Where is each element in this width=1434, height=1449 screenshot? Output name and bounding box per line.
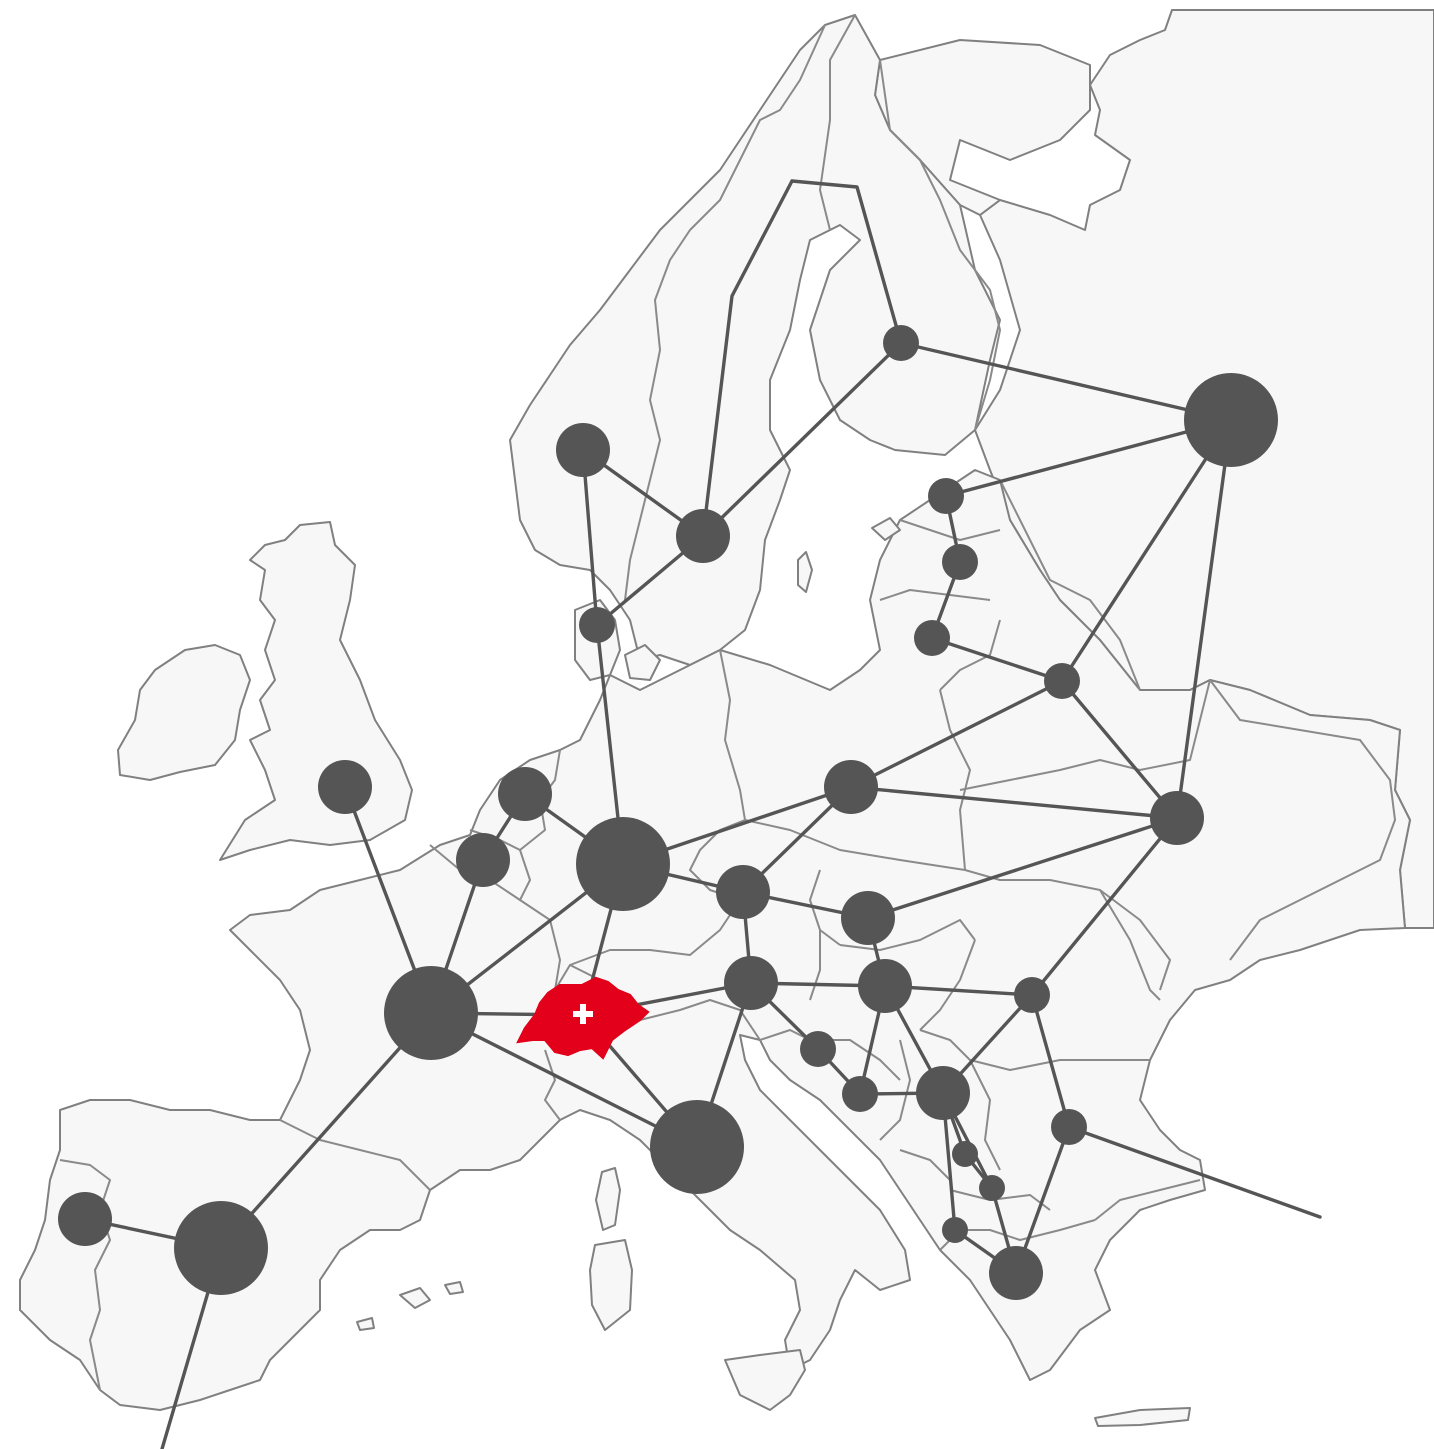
border-germany-france: [519, 849, 561, 991]
border-hungary-romania: [919, 939, 976, 1031]
link-estonia-russia: [944, 418, 1233, 498]
border-spain-portugal: [59, 1159, 111, 1391]
node-kosovo[interactable]: [979, 1175, 1005, 1201]
link-slovakia-ukraine: [866, 816, 1179, 920]
node-belarus[interactable]: [1044, 663, 1080, 699]
border-france-italy: [544, 1049, 561, 1121]
node-slovenia[interactable]: [800, 1031, 836, 1067]
border-italy-austria: [639, 999, 761, 1041]
border-montenegro-albania: [899, 1149, 951, 1181]
border-bulgaria-turkey: [1094, 1179, 1201, 1221]
node-sweden[interactable]: [676, 509, 730, 563]
land-mainland-europe: [19, 469, 1411, 1411]
node-denmark[interactable]: [579, 607, 615, 643]
border-moldova: [1099, 889, 1161, 1001]
link-belarus-ukraine: [1060, 679, 1179, 820]
border-spain-france: [279, 1119, 431, 1191]
node-latvia[interactable]: [942, 544, 978, 580]
node-italy[interactable]: [650, 1100, 744, 1194]
node-germany[interactable]: [576, 817, 670, 911]
link-moldova-bulgaria: [1030, 993, 1071, 1129]
land-saaremaa: [871, 517, 901, 541]
node-portugal[interactable]: [58, 1192, 112, 1246]
node-norway[interactable]: [556, 423, 610, 477]
link-bulgaria-turkey-offmap: [1067, 1125, 1322, 1219]
node-finland[interactable]: [883, 325, 919, 361]
border-germany-austria: [569, 899, 741, 966]
land-menorca: [444, 1281, 464, 1295]
border-serbia-romania: [919, 1029, 971, 1061]
border-belarus-russia: [999, 479, 1141, 691]
land-sardinia: [589, 1239, 633, 1331]
land-layer: [19, 9, 1434, 1427]
border-austria-hungary: [809, 930, 821, 1001]
link-france-spain: [219, 1011, 433, 1250]
border-slovakia-hungary: [839, 919, 976, 951]
link-russia-ukraine: [1175, 418, 1233, 820]
border-estonia-latvia: [899, 519, 1001, 541]
link-sweden-finland: [701, 341, 903, 538]
node-estonia[interactable]: [928, 478, 964, 514]
link-sweden-north-finland: [790, 179, 903, 345]
border-poland-east: [939, 689, 971, 871]
border-poland-germany: [719, 649, 746, 821]
link-russia-belarus: [1060, 418, 1233, 683]
node-croatia[interactable]: [842, 1076, 878, 1112]
border-sweden-finland: [819, 14, 856, 231]
land-corsica: [595, 1167, 621, 1231]
node-czechia[interactable]: [716, 865, 770, 919]
node-belgium[interactable]: [456, 833, 510, 887]
border-serbia-bulgaria: [969, 1059, 1001, 1171]
node-ukraine[interactable]: [1150, 791, 1204, 845]
link-finland-russia: [899, 341, 1233, 422]
node-slovakia[interactable]: [841, 891, 895, 945]
node-montenegro[interactable]: [952, 1141, 978, 1167]
node-austria[interactable]: [724, 956, 778, 1010]
link-ukraine-moldova: [1030, 816, 1179, 997]
node-netherlands[interactable]: [498, 767, 552, 821]
node-poland[interactable]: [824, 760, 878, 814]
node-hungary[interactable]: [858, 959, 912, 1013]
border-norway-sweden: [624, 24, 826, 601]
land-zealand: [624, 644, 661, 681]
node-lithuania[interactable]: [914, 620, 950, 656]
market-nodes: [58, 325, 1278, 1300]
border-belarus-ukraine: [959, 679, 1211, 791]
interconnection-links: [83, 179, 1322, 1449]
link-sweden-sweden-north: [701, 179, 794, 538]
border-latvia-lithuania: [879, 589, 991, 601]
border-ukraine-russia: [1209, 679, 1396, 961]
land-great-britain: [219, 521, 413, 861]
node-uk[interactable]: [318, 760, 372, 814]
border-bosnia-serbia: [879, 1039, 911, 1141]
border-poland-south: [744, 819, 966, 871]
link-poland-ukraine: [849, 785, 1179, 820]
link-france-italy: [429, 1011, 699, 1149]
land-gotland: [797, 551, 813, 593]
node-greece[interactable]: [989, 1246, 1043, 1300]
node-russia[interactable]: [1184, 373, 1278, 467]
land-mallorca: [399, 1287, 431, 1309]
link-lithuania-belarus: [930, 636, 1064, 683]
border-czechia-slovakia: [809, 869, 841, 946]
border-germany-switzerland: [554, 964, 601, 991]
link-belarus-poland: [849, 679, 1064, 789]
node-spain[interactable]: [174, 1201, 268, 1295]
border-romania-bulgaria: [969, 1059, 1150, 1071]
node-bulgaria[interactable]: [1051, 1109, 1087, 1145]
land-ibiza: [356, 1317, 375, 1331]
border-lithuania-belarus: [939, 619, 1001, 691]
node-moldova[interactable]: [1014, 977, 1050, 1013]
land-ireland: [117, 644, 251, 781]
land-crete: [1094, 1407, 1191, 1427]
node-france[interactable]: [384, 966, 478, 1060]
node-serbia[interactable]: [916, 1066, 970, 1120]
border-layer: [59, 14, 1396, 1391]
land-sicily: [724, 1349, 806, 1411]
link-norway-denmark: [581, 448, 599, 627]
node-albania[interactable]: [942, 1217, 968, 1243]
